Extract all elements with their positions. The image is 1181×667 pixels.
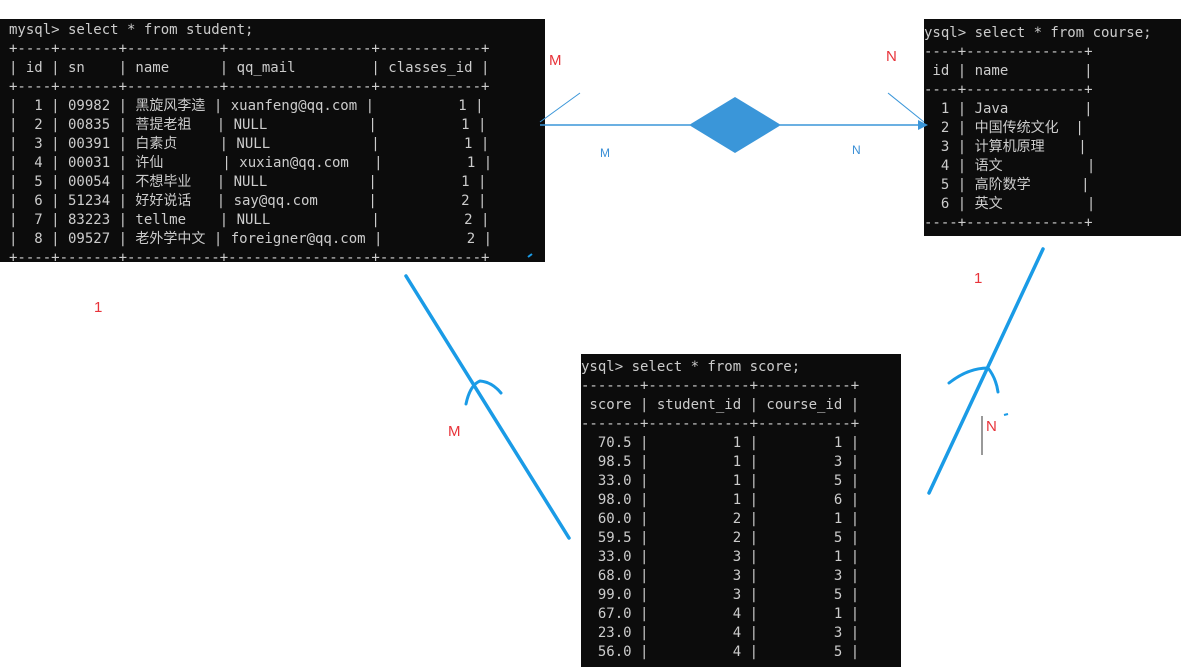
terminal-line: -------+------------+-----------+ — [581, 416, 860, 432]
label-score-m: M — [448, 423, 461, 440]
terminal-line: | 5 | 00054 | 不想毕业 | NULL | 1 | — [9, 174, 487, 190]
terminal-line: 3 | 计算机原理 | — [924, 139, 1087, 155]
course-output: ysql> select * from course; ----+--------… — [924, 19, 1181, 233]
terminal-line: | 7 | 83223 | tellme | NULL | 2 | — [9, 212, 490, 228]
label-student-m: M — [549, 52, 562, 69]
terminal-line: +----+-------+-----------+--------------… — [9, 79, 490, 95]
terminal-line: 67.0 | 4 | 1 | — [581, 606, 860, 622]
terminal-line: ysql> select * from score; — [581, 359, 801, 375]
pen-dot — [1003, 413, 1009, 416]
terminal-line: 5 | 高阶数学 | — [924, 177, 1090, 193]
student-output: mysql> select * from student; +----+-----… — [0, 19, 545, 262]
label-course-one: 1 — [974, 270, 983, 287]
terminal-line: 4 | 语文 | — [924, 158, 1096, 174]
terminal-line: 33.0 | 3 | 1 | — [581, 549, 860, 565]
terminal-line: 33.0 | 1 | 5 | — [581, 473, 860, 489]
terminal-line: 99.0 | 3 | 5 | — [581, 587, 860, 603]
connector-tick-left — [539, 92, 581, 123]
terminal-line: ----+--------------+ — [924, 215, 1093, 231]
pen-arrow-student-score — [464, 379, 503, 406]
terminal-line: mysql> select * from student; — [9, 22, 254, 38]
terminal-line: 59.5 | 2 | 5 | — [581, 530, 860, 546]
terminal-line: 68.0 | 3 | 3 | — [581, 568, 860, 584]
terminal-line: ----+--------------+ — [924, 82, 1093, 98]
terminal-line: | id | sn | name | qq_mail | classes_id … — [9, 60, 490, 76]
terminal-line: | 1 | 09982 | 黑旋风李逵 | xuanfeng@qq.com | … — [9, 98, 484, 114]
terminal-line: score | student_id | course_id | — [581, 397, 860, 413]
pen-dot-student — [527, 253, 533, 258]
pen-line-student-score — [404, 274, 571, 540]
terminal-line: -------+------------+-----------+ — [581, 378, 860, 394]
terminal-line: +----+-------+-----------+--------------… — [9, 41, 490, 57]
terminal-line: | 8 | 09527 | 老外学中文 | foreigner@qq.com |… — [9, 231, 493, 247]
terminal-line: ----+--------------+ — [924, 44, 1093, 60]
student-terminal: mysql> select * from student; +----+-----… — [0, 19, 545, 262]
terminal-line: id | name | — [924, 63, 1093, 79]
terminal-line: | 3 | 00391 | 白素贞 | NULL | 1 | — [9, 136, 490, 152]
course-terminal: ysql> select * from course; ----+--------… — [924, 19, 1181, 236]
terminal-line: 60.0 | 2 | 1 | — [581, 511, 860, 527]
terminal-line: 23.0 | 4 | 3 | — [581, 625, 860, 641]
terminal-line: 56.0 | 4 | 5 | — [581, 644, 860, 660]
terminal-line: 6 | 英文 | — [924, 196, 1096, 212]
label-course-n: N — [886, 48, 897, 65]
label-student-one: 1 — [94, 299, 103, 316]
terminal-line: 1 | Java | — [924, 101, 1093, 117]
terminal-line: 70.5 | 1 | 1 | — [581, 435, 860, 451]
terminal-line: 2 | 中国传统文化 | — [924, 120, 1084, 136]
score-output: ysql> select * from score; -------+------… — [581, 354, 901, 662]
connector-tick-right — [887, 92, 925, 123]
terminal-line: | 4 | 00031 | 许仙 | xuxian@qq.com | 1 | — [9, 155, 493, 171]
label-relation-n: N — [852, 143, 861, 157]
terminal-line: | 6 | 51234 | 好好说话 | say@qq.com | 2 | — [9, 193, 487, 209]
terminal-line: | 2 | 00835 | 菩提老祖 | NULL | 1 | — [9, 117, 487, 133]
pen-arrow-course-score — [947, 366, 1000, 394]
pen-line-course-score — [927, 247, 1045, 495]
terminal-line: 98.5 | 1 | 3 | — [581, 454, 860, 470]
score-terminal: ysql> select * from score; -------+------… — [581, 354, 901, 667]
terminal-line: +----+-------+-----------+--------------… — [9, 250, 490, 262]
terminal-line: 98.0 | 1 | 6 | — [581, 492, 860, 508]
arrowhead-icon — [918, 120, 928, 130]
label-relation-m: M — [600, 146, 610, 160]
label-score-n: N — [986, 418, 997, 435]
relationship-diamond — [689, 97, 781, 153]
terminal-line: ysql> select * from course; — [924, 25, 1152, 41]
